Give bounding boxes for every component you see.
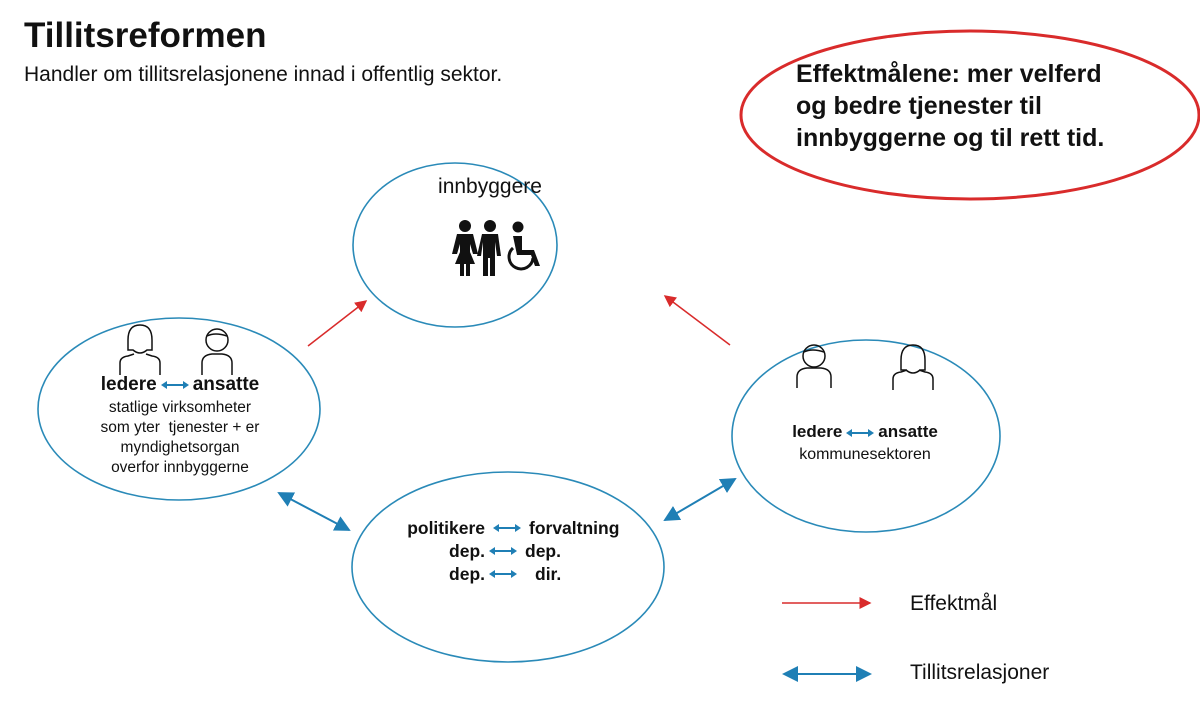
state-line: overfor innbyggerne [111, 459, 249, 476]
municipal-node-text: ledere ansatte kommunesektoren [740, 422, 990, 464]
citizens-label: innbyggere [438, 175, 542, 198]
page-title: Tillitsreformen [24, 16, 267, 55]
goal-line: innbyggerne og til rett tid. [796, 124, 1105, 152]
government-row-left: dep. [449, 564, 485, 584]
government-row: politikere forvaltning [380, 517, 640, 540]
double-arrow-icon [489, 547, 517, 555]
state-right-label: ansatte [192, 374, 260, 395]
municipal-left-label: ledere [792, 422, 843, 441]
government-row-right: forvaltning [529, 518, 620, 538]
state-ellipse [37, 317, 321, 501]
government-row-left: politikere [407, 518, 485, 538]
effect-arrow-municipal [663, 295, 731, 346]
trust-arrow-government-municipal [663, 477, 737, 522]
government-node-text: politikere forvaltning dep. dep. dep. dir. [380, 517, 640, 586]
state-left-label: ledere [100, 374, 157, 395]
goal-ellipse [739, 29, 1200, 201]
double-arrow-icon [846, 428, 875, 437]
government-row: dep. dep. [380, 540, 640, 563]
double-arrow-icon [489, 570, 517, 578]
citizens-ellipse [352, 162, 558, 328]
goal-line: og bedre tjenester til [796, 92, 1042, 120]
government-row-right: dir. [535, 564, 562, 584]
goal-callout: Effektmålene: mer velferd og bedre tjene… [796, 58, 1104, 154]
state-relation: ledere ansatte [40, 374, 320, 396]
female-person-icon [119, 324, 161, 375]
people-wheelchair-icon [452, 220, 540, 276]
state-line: som yter tjenester + er [100, 419, 260, 436]
government-row-left: dep. [449, 541, 485, 561]
male-person-icon [201, 328, 233, 375]
municipal-line: kommunesektoren [799, 446, 931, 463]
government-ellipse [351, 471, 665, 663]
municipal-ellipse [731, 339, 1001, 533]
female-person-icon-municipal [892, 344, 934, 390]
double-arrow-icon [493, 524, 521, 532]
government-row-right: dep. [525, 541, 561, 561]
page-subtitle: Handler om tillitsrelasjonene innad i of… [24, 63, 503, 86]
municipal-right-label: ansatte [878, 422, 938, 441]
state-line: statlige virksomheter [108, 399, 252, 416]
state-node-text: ledere ansatte statlige virksomheter som … [40, 374, 320, 478]
goal-line: Effektmålene: mer velferd [796, 60, 1102, 88]
effect-arrow-state [307, 300, 368, 347]
male-person-icon-municipal [796, 344, 832, 388]
legend-effect-label: Effektmål [910, 592, 998, 615]
trust-arrow-state-government [277, 492, 351, 531]
municipal-relation: ledere ansatte [740, 422, 990, 442]
legend-trust-label: Tillitsrelasjoner [910, 661, 1050, 684]
double-arrow-icon [160, 380, 189, 389]
government-row: dep. dir. [380, 563, 640, 586]
state-line: myndighetsorgan [120, 439, 240, 456]
